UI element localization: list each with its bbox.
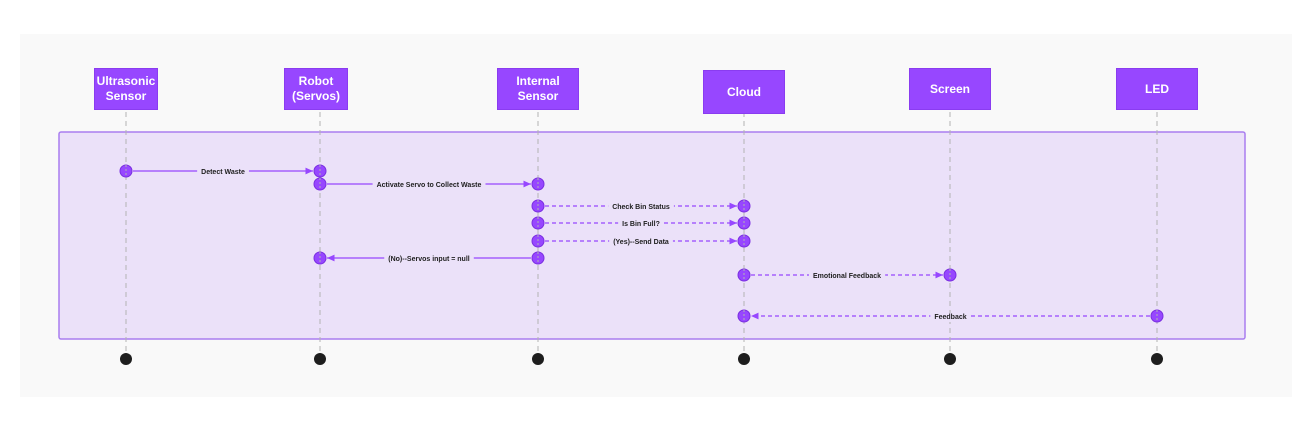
actor-label-line2: Sensor: [105, 89, 147, 103]
message-label-bg: [372, 181, 486, 190]
actor-label-line2: Sensor: [517, 89, 559, 103]
actor-label-line1: Cloud: [727, 84, 761, 99]
actor-label-line1: Robot: [298, 74, 334, 88]
actor-robot-servos[interactable]: Robot(Servos): [284, 68, 348, 110]
message-label: Feedback: [934, 314, 966, 321]
message-start-dot: [531, 234, 545, 248]
message-label: Detect Waste: [201, 169, 245, 176]
message-end-dot: [943, 268, 957, 282]
message-label: Emotional Feedback: [813, 273, 881, 280]
actor-cloud[interactable]: Cloud: [703, 70, 785, 114]
message-label-bg: [608, 203, 674, 212]
message-label-bg: [609, 238, 673, 247]
message-end-dot: [737, 216, 751, 230]
message-end-dot: [737, 309, 751, 323]
lifeline-end-ultrasonic: [120, 353, 132, 365]
message-label: Is Bin Full?: [622, 221, 660, 228]
message-label: Activate Servo to Collect Waste: [377, 182, 482, 189]
actor-led[interactable]: LED: [1116, 68, 1198, 110]
lifeline-end-robot: [314, 353, 326, 365]
message-label-bg: [808, 272, 886, 281]
message-label-bg: [930, 313, 971, 322]
actor-label-line1: LED: [1145, 81, 1169, 96]
message-start-dot: [737, 268, 751, 282]
lifeline-end-internal: [532, 353, 544, 365]
message-start-dot: [531, 251, 545, 265]
interaction-frame: [58, 131, 1246, 340]
actor-label-line1: Ultrasonic: [96, 74, 156, 88]
message-end-dot: [737, 199, 751, 213]
actor-screen[interactable]: Screen: [909, 68, 991, 110]
message-end-dot: [313, 251, 327, 265]
lifeline-end-led: [1151, 353, 1163, 365]
message-label-bg: [197, 168, 249, 177]
message-label-bg: [384, 255, 474, 264]
message-end-dot: [531, 177, 545, 191]
message-end-dot: [737, 234, 751, 248]
actor-label-line1: Screen: [929, 81, 971, 96]
lifeline-end-screen: [944, 353, 956, 365]
message-start-dot: [119, 164, 133, 178]
message-start-dot: [313, 177, 327, 191]
message-label: Check Bin Status: [612, 204, 670, 211]
actor-label-line1: Internal: [516, 74, 560, 88]
message-start-dot: [531, 199, 545, 213]
lifeline-end-cloud: [738, 353, 750, 365]
message-label-bg: [618, 220, 664, 229]
message-start-dot: [531, 216, 545, 230]
message-start-dot: [1150, 309, 1164, 323]
actor-label-line2: (Servos): [291, 89, 341, 103]
message-label: (Yes)--Send Data: [613, 239, 669, 246]
message-end-dot: [313, 164, 327, 178]
message-label: (No)--Servos input = null: [388, 256, 470, 263]
